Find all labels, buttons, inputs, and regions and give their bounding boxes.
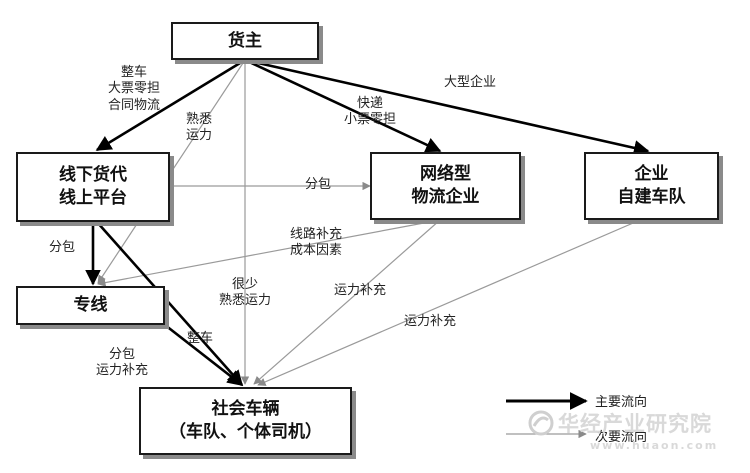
label-full-truck: 整车 <box>186 331 213 346</box>
edge-network-to-line <box>97 219 441 287</box>
node-offline-agent: 线下货代 线上平台 <box>16 152 170 222</box>
watermark-logo-icon <box>528 410 554 436</box>
label-express: 快递 小票零担 <box>343 96 396 128</box>
watermark-url: www.huaon.com <box>590 439 719 452</box>
label-familiar-capacity: 熟悉 运力 <box>185 112 212 144</box>
label-line-to-social: 分包 运力补充 <box>95 347 148 379</box>
node-network-logistics: 网络型 物流企业 <box>370 152 521 220</box>
node-social-vehicles-label: 社会车辆 （车队、个体司机） <box>169 399 322 442</box>
edge-shipper-to-agent <box>95 58 246 152</box>
node-dedicated-line-label: 专线 <box>73 295 108 316</box>
label-route-supplement: 线路补充 成本因素 <box>289 227 342 259</box>
label-large-enterprise: 大型企业 <box>443 75 496 90</box>
label-rarely-familiar: 很少 熟悉运力 <box>218 277 271 309</box>
label-network-capacity: 运力补充 <box>333 283 386 298</box>
node-network-logistics-label: 网络型 物流企业 <box>411 164 480 207</box>
label-agent-to-network: 分包 <box>304 177 331 192</box>
node-shipper-label: 货主 <box>228 30 262 51</box>
legend-main-label: 主要流向 <box>595 395 648 410</box>
label-agent-to-line: 分包 <box>48 240 75 255</box>
edge-network-to-social <box>253 219 441 385</box>
node-offline-agent-label: 线下货代 线上平台 <box>59 165 127 208</box>
node-dedicated-line: 专线 <box>16 286 165 325</box>
edge-shipper-to-network <box>244 58 442 153</box>
edge-shipper-to-fleet <box>244 58 650 156</box>
node-shipper: 货主 <box>171 22 319 60</box>
label-shipper-to-agent: 整车 大票零担 合同物流 <box>107 65 160 113</box>
node-own-fleet: 企业 自建车队 <box>584 152 719 220</box>
watermark-title: 华经产业研究院 <box>558 412 712 436</box>
label-fleet-capacity: 运力补充 <box>403 314 456 329</box>
edge-fleet-to-social <box>257 219 641 386</box>
node-social-vehicles: 社会车辆 （车队、个体司机） <box>139 387 352 455</box>
edge-agent-to-social <box>96 221 244 387</box>
edge-shipper-to-line <box>97 59 246 284</box>
edge-line-to-social <box>164 323 244 387</box>
legend-secondary-label: 次要流向 <box>595 430 648 445</box>
node-own-fleet-label: 企业 自建车队 <box>617 164 686 207</box>
